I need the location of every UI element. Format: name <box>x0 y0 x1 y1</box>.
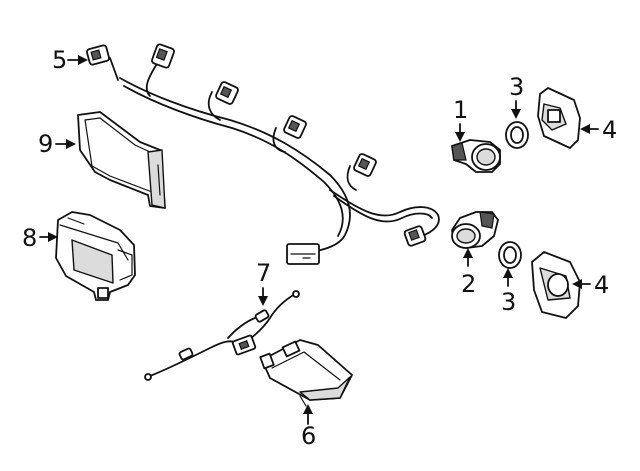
sensor-harness[interactable] <box>144 290 300 381</box>
callout-9: 9 <box>38 130 53 158</box>
callout-2: 2 <box>461 270 476 298</box>
harness-connector <box>215 81 239 105</box>
sensor-bracket-upper[interactable] <box>537 87 581 149</box>
retaining-ring-upper[interactable] <box>505 121 529 149</box>
callout-3-upper-leader <box>511 100 521 119</box>
callout-6-leader <box>303 404 313 425</box>
retaining-ring-lower[interactable] <box>498 241 522 269</box>
callout-1-leader <box>455 123 465 142</box>
harness-connector <box>283 115 307 139</box>
callout-4-lower: 4 <box>594 271 609 299</box>
control-module[interactable] <box>55 211 136 301</box>
sensor-bracket-lower[interactable] <box>531 251 581 319</box>
harness-connector <box>151 43 175 69</box>
callout-2-leader <box>463 248 473 267</box>
callout-1: 1 <box>453 96 468 124</box>
harness-connector <box>86 44 110 66</box>
callout-3-lower-leader <box>503 268 513 287</box>
callout-3-lower: 3 <box>501 288 516 316</box>
callout-7-leader <box>258 287 268 306</box>
callout-4-lower-leader <box>572 279 591 289</box>
callout-8-leader <box>39 232 58 242</box>
harness-connector <box>353 153 377 177</box>
callout-5: 5 <box>52 46 67 74</box>
harness-main-plug <box>286 243 320 265</box>
parking-sensor-upper[interactable] <box>451 139 501 173</box>
callout-7: 7 <box>256 259 271 287</box>
control-unit[interactable] <box>259 339 353 407</box>
harness-connector <box>403 225 427 247</box>
parking-sensor-lower[interactable] <box>451 211 499 249</box>
callout-3-upper: 3 <box>509 73 524 101</box>
wiring-harness[interactable] <box>86 43 440 265</box>
sensor-harness-plug <box>231 334 257 356</box>
callout-4-upper-leader <box>580 124 599 134</box>
callout-8: 8 <box>22 224 37 252</box>
callout-4-upper: 4 <box>602 116 617 144</box>
callout-9-leader <box>55 139 76 149</box>
callout-6: 6 <box>301 422 316 450</box>
callout-5-leader <box>67 55 88 65</box>
module-bracket[interactable] <box>77 111 166 209</box>
